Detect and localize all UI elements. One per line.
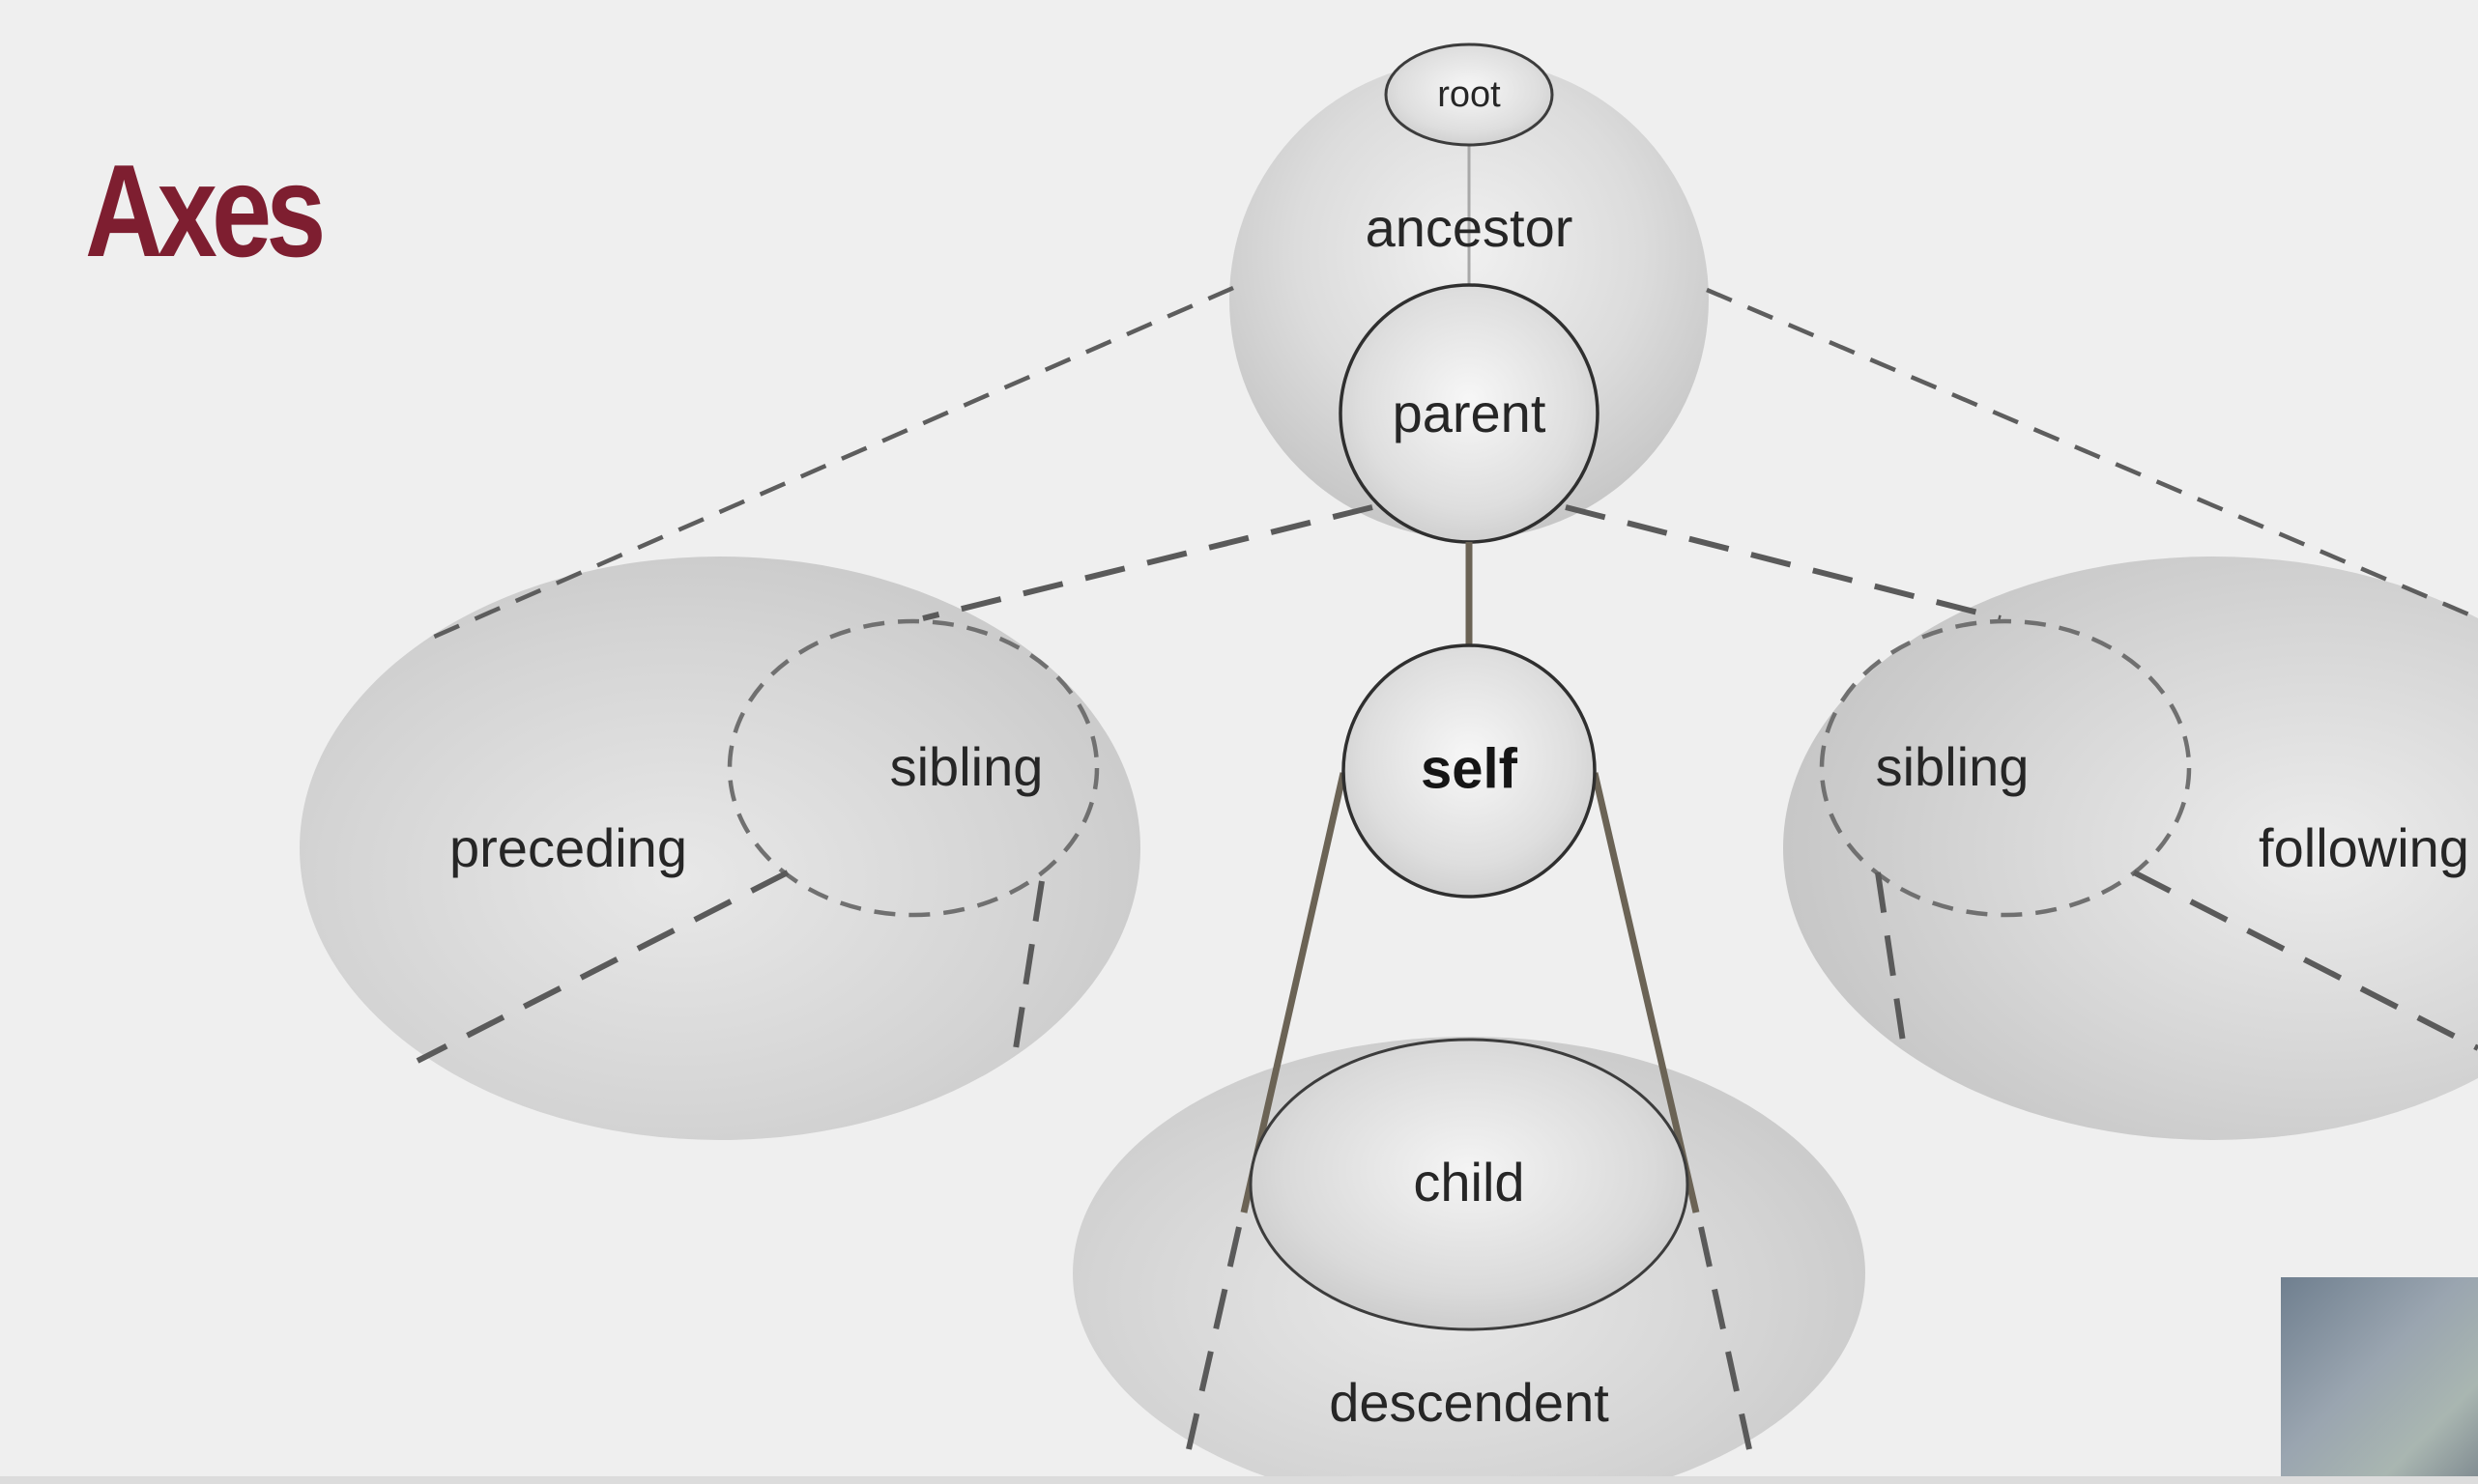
preceding-sibling-link [922, 504, 1373, 621]
child-label: child [1413, 1152, 1524, 1213]
preceding-region [300, 556, 1140, 1140]
ancestor-label: ancestor [1366, 197, 1573, 258]
preceding-sibling-boundary [727, 618, 1100, 918]
preceding-sibling-subtree-right [1012, 880, 1045, 1056]
following-label: following [2259, 817, 2469, 878]
bottom-bar [0, 1476, 2478, 1484]
following-sibling-label: sibling [1876, 736, 2030, 797]
self-node [1341, 643, 1597, 899]
following-sibling-boundary [1819, 618, 2192, 918]
following-region [1783, 556, 2478, 1140]
descendent-label: descendent [1329, 1372, 1609, 1433]
root-label: root [1437, 74, 1501, 115]
descendent-cone-left-extension [1186, 1226, 1242, 1450]
descendent-cone-right-extension [1698, 1226, 1752, 1450]
self-label: self [1421, 737, 1518, 800]
following-boundary-upper [1706, 287, 2478, 621]
following-sibling-link [1565, 504, 2002, 621]
preceding-boundary-upper [424, 285, 1234, 643]
descendent-cone-right [1591, 772, 1700, 1213]
root-node [1384, 43, 1554, 147]
following-sibling-subtree-right [2132, 870, 2478, 1051]
preceding-sibling-label: sibling [890, 736, 1044, 797]
parent-label: parent [1393, 383, 1546, 443]
child-node [1249, 1038, 1689, 1331]
preceding-sibling-subtree-left [416, 870, 790, 1064]
video-thumbnail [2281, 1277, 2478, 1484]
slide-title: Axes [85, 137, 326, 284]
preceding-label: preceding [449, 817, 687, 878]
following-sibling-subtree-left [1875, 871, 1907, 1049]
